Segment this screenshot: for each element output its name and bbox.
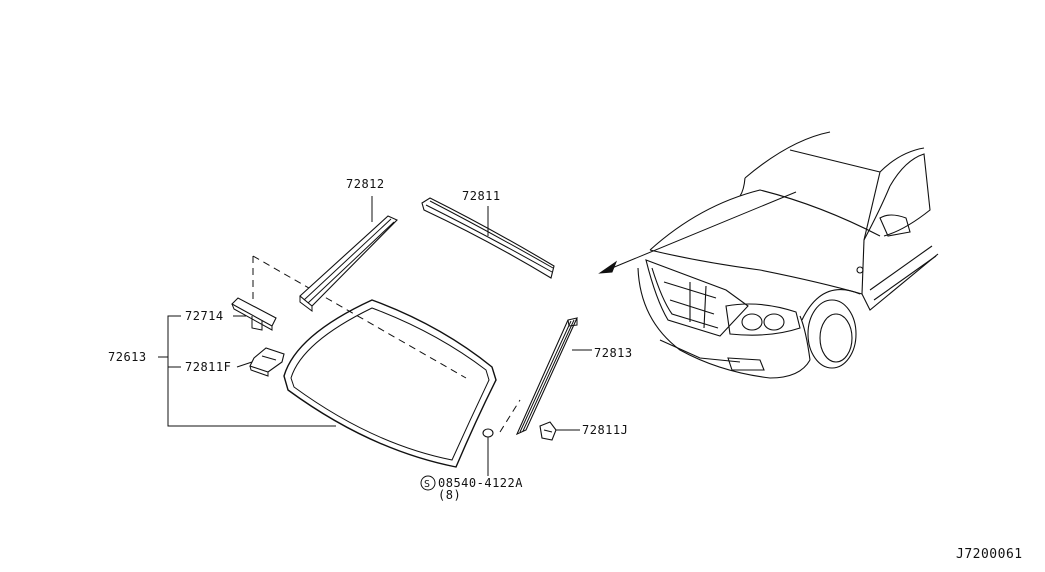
- label-72714: 72714: [185, 309, 224, 323]
- clip-locator-dashed-line: [252, 255, 467, 379]
- label-72613: 72613: [108, 350, 147, 364]
- part-72811J-clip: [539, 421, 580, 441]
- part-72811-top-molding: [421, 197, 555, 279]
- car-front-illustration: [598, 131, 939, 379]
- part-72811F-bracket: [249, 347, 285, 377]
- label-screw-qty: (8): [438, 488, 461, 502]
- part-72812-side-molding: [299, 215, 398, 312]
- label-72811F: 72811F: [185, 360, 231, 374]
- label-72811: 72811: [462, 189, 501, 203]
- screw-symbol-letter: S: [424, 479, 431, 490]
- screw-symbol: S: [420, 475, 436, 491]
- label-72811J: 72811J: [582, 423, 628, 437]
- label-72812: 72812: [346, 177, 385, 191]
- part-labels: 72812 72811 72714 72613 72811F 72813 728…: [108, 177, 1023, 562]
- part-72714-clip: [231, 297, 277, 331]
- screw-locator-dashed-line: [499, 399, 521, 433]
- leader-lines: [158, 196, 592, 427]
- windshield-glass: [283, 299, 497, 468]
- label-screw-part: 08540-4122A: [438, 476, 523, 490]
- label-72813: 72813: [594, 346, 633, 360]
- screw-part: [482, 428, 494, 476]
- drawing-code: J7200061: [956, 547, 1023, 562]
- part-72813-side-molding: [515, 317, 578, 436]
